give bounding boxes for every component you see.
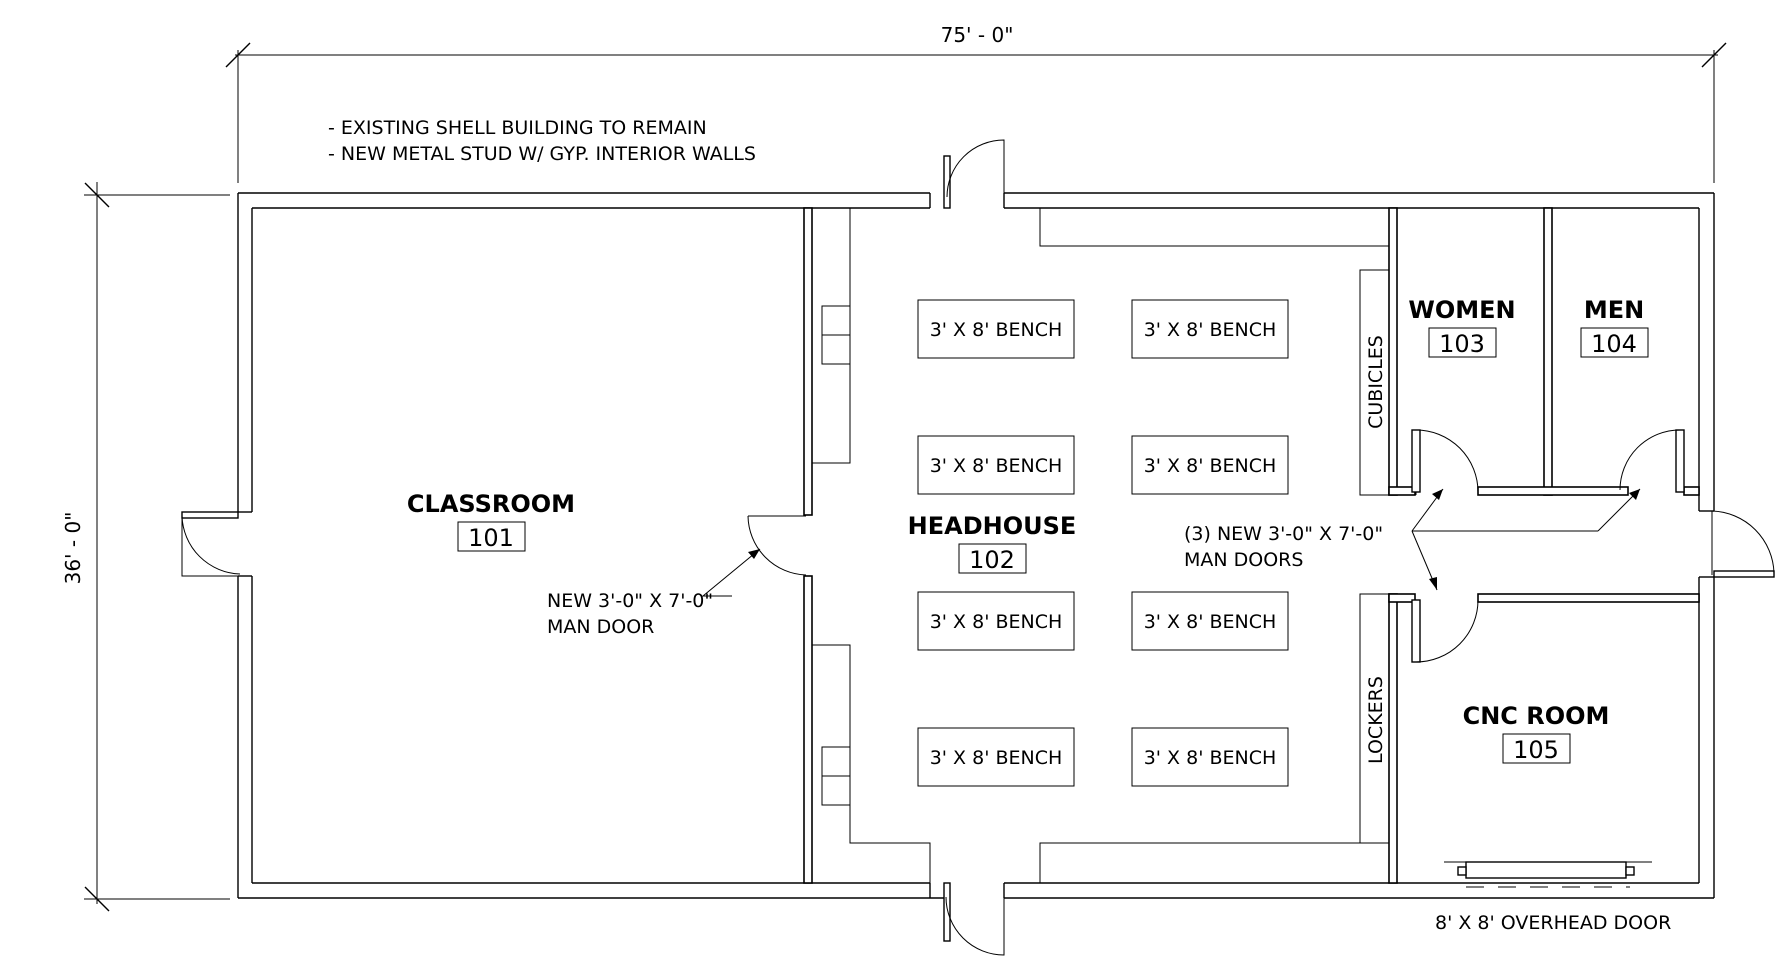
men-door xyxy=(1619,429,1685,493)
room-name: WOMEN xyxy=(1408,296,1515,324)
svg-text:3' X 8' BENCH: 3' X 8' BENCH xyxy=(930,455,1063,477)
restroom-walls xyxy=(1388,207,1700,884)
headhouse-counters: CUBICLES LOCKERS xyxy=(1039,208,1390,883)
women-door xyxy=(1411,429,1479,495)
callout-overhead-door: 8' X 8' OVERHEAD DOOR xyxy=(1435,912,1671,934)
classroom-partition xyxy=(747,207,931,884)
depth-dimension: 36' - 0" xyxy=(61,182,230,912)
room-tag-headhouse: HEADHOUSE 102 xyxy=(908,512,1077,574)
room-number: 105 xyxy=(1513,736,1559,764)
bench: 3' X 8' BENCH xyxy=(1131,299,1289,359)
svg-text:3' X 8' BENCH: 3' X 8' BENCH xyxy=(1144,611,1277,633)
bench: 3' X 8' BENCH xyxy=(1131,727,1289,787)
svg-text:NEW 3'-0" X 7'-0": NEW 3'-0" X 7'-0" xyxy=(547,590,713,612)
exterior-door-south xyxy=(943,882,1005,956)
benches: 3' X 8' BENCH 3' X 8' BENCH 3' X 8' BENC… xyxy=(917,299,1289,787)
room-tag-classroom: CLASSROOM 101 xyxy=(407,490,575,552)
exterior-door-north xyxy=(943,139,1005,209)
room-name: HEADHOUSE xyxy=(908,512,1077,540)
depth-dimension-label: 36' - 0" xyxy=(61,512,85,585)
bench: 3' X 8' BENCH xyxy=(917,727,1075,787)
width-dimension-label: 75' - 0" xyxy=(941,23,1014,47)
cnc-door xyxy=(1411,599,1479,663)
room-name: CNC ROOM xyxy=(1463,702,1610,730)
exterior-door-east xyxy=(1711,510,1775,578)
room-number: 104 xyxy=(1591,330,1637,358)
room-tag-men: MEN 104 xyxy=(1580,296,1649,358)
svg-text:MAN DOOR: MAN DOOR xyxy=(547,616,654,638)
svg-text:3' X 8' BENCH: 3' X 8' BENCH xyxy=(1144,455,1277,477)
cubicles-label: CUBICLES xyxy=(1365,335,1387,429)
svg-text:3' X 8' BENCH: 3' X 8' BENCH xyxy=(930,611,1063,633)
svg-text:(3) NEW 3'-0" X 7'-0": (3) NEW 3'-0" X 7'-0" xyxy=(1184,523,1383,545)
bench: 3' X 8' BENCH xyxy=(917,435,1075,495)
width-dimension: 75' - 0" xyxy=(225,23,1727,183)
exterior-walls xyxy=(237,192,1715,899)
room-number: 102 xyxy=(969,546,1015,574)
room-tag-cnc: CNC ROOM 105 xyxy=(1463,702,1610,764)
callout-man-door: NEW 3'-0" X 7'-0" MAN DOOR xyxy=(547,548,761,638)
callout-man-doors: (3) NEW 3'-0" X 7'-0" MAN DOORS xyxy=(1184,488,1641,591)
svg-text:3' X 8' BENCH: 3' X 8' BENCH xyxy=(930,747,1063,769)
room-name: MEN xyxy=(1584,296,1644,324)
overhead-door xyxy=(1444,861,1652,888)
note-metal-stud: - NEW METAL STUD W/ GYP. INTERIOR WALLS xyxy=(328,143,756,165)
bench: 3' X 8' BENCH xyxy=(917,299,1075,359)
room-number: 101 xyxy=(468,524,514,552)
note-existing-shell: - EXISTING SHELL BUILDING TO REMAIN xyxy=(328,117,707,139)
svg-text:MAN DOORS: MAN DOORS xyxy=(1184,549,1303,571)
bench: 3' X 8' BENCH xyxy=(1131,591,1289,651)
svg-text:3' X 8' BENCH: 3' X 8' BENCH xyxy=(1144,319,1277,341)
room-number: 103 xyxy=(1439,330,1485,358)
bench: 3' X 8' BENCH xyxy=(1131,435,1289,495)
lockers-label: LOCKERS xyxy=(1365,676,1387,764)
room-tag-women: WOMEN 103 xyxy=(1408,296,1515,358)
exterior-door-west xyxy=(181,511,241,577)
room-name: CLASSROOM xyxy=(407,490,575,518)
bench: 3' X 8' BENCH xyxy=(917,591,1075,651)
svg-text:3' X 8' BENCH: 3' X 8' BENCH xyxy=(1144,747,1277,769)
svg-text:3' X 8' BENCH: 3' X 8' BENCH xyxy=(930,319,1063,341)
